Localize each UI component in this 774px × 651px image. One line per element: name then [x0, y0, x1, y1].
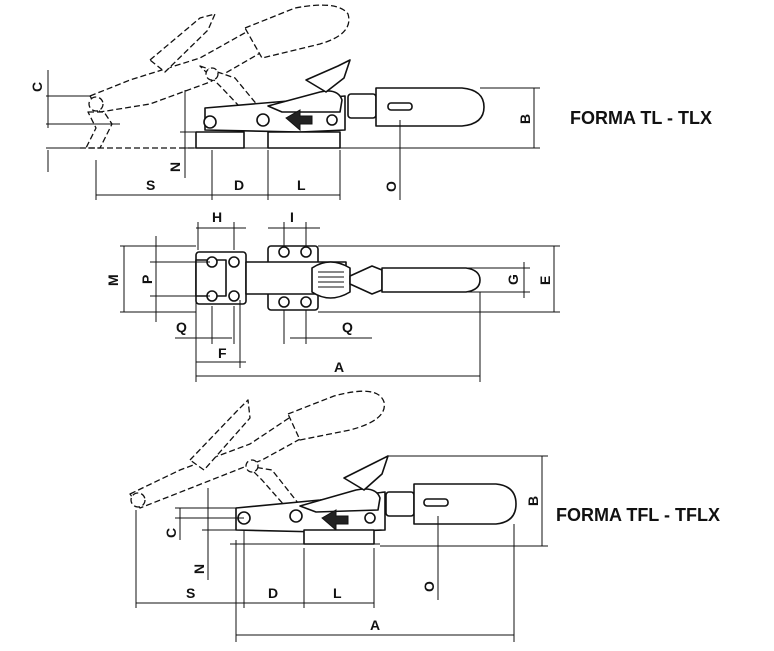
top-base-right	[267, 131, 341, 149]
top-open-pivot	[88, 96, 104, 112]
dim-mid-m: M	[105, 274, 121, 286]
bottom-pivot-right	[364, 512, 376, 524]
bottom-open-grip	[189, 399, 251, 471]
dim-mid-p: P	[139, 275, 155, 284]
top-pivot-left	[203, 115, 217, 129]
dim-top-d: D	[234, 177, 244, 193]
dim-mid-a: A	[334, 359, 344, 375]
middle-dimensions	[120, 222, 560, 382]
top-handle-neck	[347, 93, 377, 119]
bottom-pivot-mid	[289, 509, 303, 523]
bottom-open-pivot	[130, 492, 146, 508]
bottom-base	[303, 529, 375, 545]
bottom-handle-neck	[385, 491, 415, 517]
plan-handle	[381, 267, 481, 293]
bottom-open-handle	[287, 390, 385, 441]
plan-hole-7	[300, 246, 312, 258]
top-handle	[375, 87, 485, 127]
top-open-pivot-2	[205, 67, 219, 81]
bottom-open-link	[247, 465, 303, 515]
dim-mid-q-right: Q	[342, 319, 353, 335]
dim-bot-o: O	[421, 581, 437, 592]
bottom-open-lever	[129, 415, 303, 509]
dim-top-b: B	[517, 114, 533, 124]
dim-top-l: L	[297, 177, 306, 193]
top-base-left	[195, 131, 245, 149]
plan-hole-4	[228, 290, 240, 302]
dim-top-n: N	[167, 162, 183, 172]
top-open-handle	[244, 4, 350, 59]
top-clamp-view	[80, 4, 485, 149]
dim-bot-c: C	[163, 528, 179, 538]
bottom-handle-slot	[423, 498, 449, 507]
dim-mid-g: G	[505, 274, 521, 285]
form-title-bottom: FORMA TFL - TFLX	[556, 505, 720, 525]
dim-top-c: C	[29, 82, 45, 92]
plan-hole-3	[228, 256, 240, 268]
top-pivot-right	[326, 114, 338, 126]
dim-mid-h: H	[212, 209, 222, 225]
plan-hole-5	[278, 246, 290, 258]
top-open-hook	[85, 111, 113, 149]
plan-hole-8	[300, 296, 312, 308]
plan-hole-6	[278, 296, 290, 308]
top-open-grip	[149, 13, 216, 73]
middle-plan-view	[195, 245, 481, 311]
bottom-thumb-trigger	[343, 455, 389, 491]
top-latch-hook	[267, 90, 343, 113]
bottom-latch-hook	[299, 488, 381, 513]
dim-bot-a: A	[370, 617, 380, 633]
dim-bot-d: D	[268, 585, 278, 601]
dim-bot-s: S	[186, 585, 195, 601]
bottom-clamp-view	[129, 390, 517, 545]
dim-top-s: S	[146, 177, 155, 193]
bottom-catch-icon	[321, 509, 349, 532]
bottom-dimensions	[135, 455, 548, 642]
plan-link	[349, 265, 383, 295]
dim-bot-b: B	[525, 496, 541, 506]
bottom-open-pivot-2	[245, 459, 259, 473]
dim-mid-i: I	[290, 209, 294, 225]
dim-bot-n: N	[191, 564, 207, 574]
dim-mid-e: E	[537, 276, 553, 285]
dim-mid-f: F	[218, 345, 227, 361]
top-thumb-trigger	[305, 59, 351, 93]
dim-top-o: O	[383, 181, 399, 192]
top-catch-icon	[285, 109, 313, 132]
bottom-handle	[413, 483, 517, 525]
top-pivot-mid	[256, 113, 270, 127]
form-title-top: FORMA TL - TLX	[570, 108, 712, 128]
top-dimensions	[46, 70, 540, 200]
top-handle-slot	[387, 102, 413, 111]
plan-grip-trigger	[311, 261, 351, 299]
dim-bot-l: L	[333, 585, 342, 601]
dim-mid-q-left: Q	[176, 319, 187, 335]
